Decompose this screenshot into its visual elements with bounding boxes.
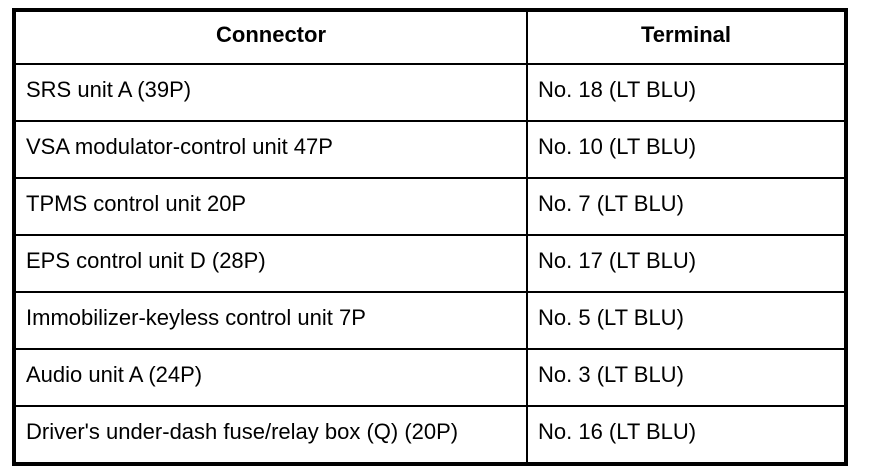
terminal-cell: No. 10 (LT BLU)	[526, 120, 847, 179]
header-row: Connector Terminal	[13, 9, 847, 65]
column-header-connector: Connector	[13, 9, 528, 65]
terminal-cell: No. 16 (LT BLU)	[526, 405, 847, 465]
connector-cell: EPS control unit D (28P)	[13, 234, 528, 293]
table-row: Driver's under-dash fuse/relay box (Q) (…	[13, 405, 847, 465]
table-row: Immobilizer-keyless control unit 7P No. …	[13, 291, 847, 350]
column-header-terminal: Terminal	[526, 9, 847, 65]
connector-cell: TPMS control unit 20P	[13, 177, 528, 236]
table-row: Audio unit A (24P) No. 3 (LT BLU)	[13, 348, 847, 407]
connector-cell: Driver's under-dash fuse/relay box (Q) (…	[13, 405, 528, 465]
terminal-cell: No. 18 (LT BLU)	[526, 63, 847, 122]
terminal-cell: No. 3 (LT BLU)	[526, 348, 847, 407]
table-row: SRS unit A (39P) No. 18 (LT BLU)	[13, 63, 847, 122]
connector-terminal-table: Connector Terminal SRS unit A (39P) No. …	[12, 8, 848, 466]
connector-cell: Audio unit A (24P)	[13, 348, 528, 407]
terminal-cell: No. 7 (LT BLU)	[526, 177, 847, 236]
connector-cell: VSA modulator-control unit 47P	[13, 120, 528, 179]
terminal-cell: No. 17 (LT BLU)	[526, 234, 847, 293]
terminal-cell: No. 5 (LT BLU)	[526, 291, 847, 350]
table-row: TPMS control unit 20P No. 7 (LT BLU)	[13, 177, 847, 236]
connector-cell: SRS unit A (39P)	[13, 63, 528, 122]
connector-cell: Immobilizer-keyless control unit 7P	[13, 291, 528, 350]
table-row: VSA modulator-control unit 47P No. 10 (L…	[13, 120, 847, 179]
table-row: EPS control unit D (28P) No. 17 (LT BLU)	[13, 234, 847, 293]
